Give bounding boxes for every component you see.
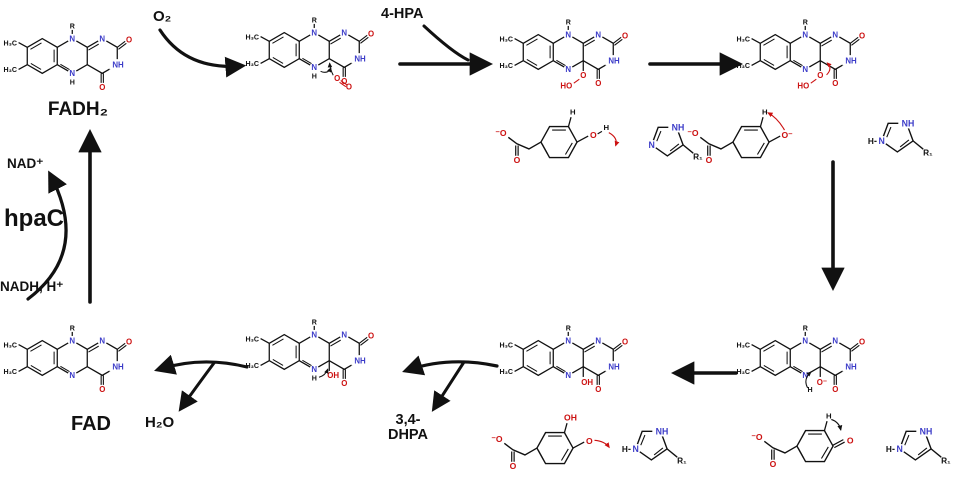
arrow-nadh-to-nad: [26, 170, 68, 301]
nadh-label: NADH, H⁺: [0, 279, 64, 294]
structure-flavin-o2: H O O: [244, 16, 394, 100]
structure-c4a-hydroperoxyflavin: O HO: [498, 18, 648, 102]
enzyme-label: hpaC: [4, 205, 64, 232]
mechanism-arrow: [318, 368, 329, 378]
dhpa-label-line2: DHPA: [387, 427, 428, 444]
arrow-step-7: [154, 354, 249, 375]
c-h-bond: [823, 420, 828, 431]
o-h-bond: [597, 130, 603, 135]
o2-label: O₂: [153, 8, 172, 25]
fad-label: FAD: [71, 413, 111, 435]
4hpa-label: 4-HPA: [381, 6, 424, 22]
imidazole-base-3: H: [884, 422, 956, 478]
atom-n5-h: H: [312, 72, 317, 80]
mechanism-arrow-red: [608, 132, 620, 147]
mechanism-arrow: [327, 62, 334, 76]
dhpa-label-line1: 3,4-: [395, 412, 421, 428]
c-o-bond: [576, 135, 589, 143]
atom-ring-h: H: [762, 108, 768, 117]
structure-c4a-oxide-flavin: O⁻ H: [735, 324, 885, 408]
atom-shifting-h: H: [826, 412, 832, 421]
atom-alkoxide-o: O⁻: [817, 378, 827, 387]
atom-hydroxyl-ho: HO: [797, 81, 809, 90]
atom-phenol-o: O: [590, 130, 597, 140]
mechanism-arrow: [320, 67, 332, 73]
structure-c4a-peroxyflavin: O HO: [735, 18, 885, 102]
atom-superoxide-o: O: [334, 74, 340, 83]
atom-hydroxyl-ho: HO: [560, 81, 572, 90]
structure-fad: [2, 324, 152, 408]
atom-h: H: [807, 386, 812, 394]
substrate-dienone: H O: [742, 410, 888, 488]
c-h-bond: [567, 116, 572, 127]
arrow-step-6: [402, 355, 499, 376]
atom-ketone-o: O: [847, 435, 854, 445]
c-o-bond: [768, 135, 781, 143]
atom-peroxide-o: O: [817, 71, 823, 80]
mechanism-arrow-red: [826, 62, 832, 76]
atom-peroxide-o: O: [580, 71, 586, 80]
atom-n5-h: H: [312, 374, 317, 382]
atom-4-o: O: [586, 436, 593, 446]
substrate-dhpa-product: OH O: [482, 412, 628, 490]
substrate-phenolate: H O⁻: [678, 106, 824, 184]
structure-flavin-dehydration: OH H: [244, 318, 394, 402]
structure-fadh2: H: [2, 22, 152, 106]
o-o-bond: [810, 78, 817, 84]
mechanism-arrow: [831, 418, 843, 431]
c-h-bond: [759, 116, 764, 127]
structure-c4a-hydroxyflavin: OH: [498, 324, 648, 408]
atom-imid-h: H: [622, 444, 628, 454]
atom-n5-h: H: [70, 78, 75, 86]
imidazole-base-4: H: [620, 422, 692, 478]
atom-ring-h: H: [570, 108, 576, 117]
c-o-bond: [563, 422, 568, 433]
atom-superoxide-o: O: [346, 82, 352, 91]
atom-3-oh: OH: [564, 413, 577, 423]
arrow-product-release: [431, 360, 466, 412]
mechanism-arrow-red: [594, 439, 610, 449]
atom-phenolate-o: O⁻: [781, 130, 793, 140]
atom-c4a-oh: OH: [327, 371, 339, 380]
atom-phenol-h: H: [603, 123, 609, 132]
imidazole-base-2: H: [866, 114, 938, 170]
c-o-bond: [572, 441, 585, 449]
atom-c4a-oh: OH: [581, 378, 593, 387]
arrow-4hpa-entry: [422, 24, 470, 62]
fadh2-label: FADH₂: [47, 99, 109, 120]
substrate-4hpa: H O H: [486, 106, 632, 184]
mechanism-arrow: [805, 371, 812, 389]
mechanism-arrow-red: [767, 112, 785, 131]
nad-plus-label: NAD⁺: [7, 156, 44, 171]
o-o-bond: [573, 78, 580, 84]
dhpa-label: 3,4- DHPA: [378, 412, 438, 444]
h2o-label: H₂O: [145, 414, 175, 431]
arrow-water-release: [178, 361, 216, 412]
arrow-o2-step: [158, 28, 247, 78]
atom-imid-h: H: [868, 136, 874, 146]
atom-imid-h: H: [886, 444, 892, 454]
o-o-bond: [339, 80, 348, 88]
c-o-double-bond: [832, 439, 845, 449]
